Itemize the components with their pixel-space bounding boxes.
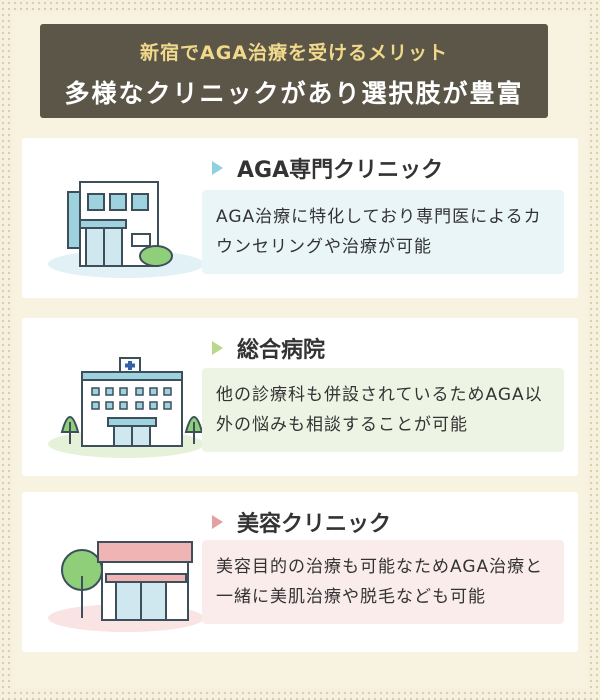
card-heading: 美容クリニック — [212, 506, 391, 538]
triangle-bullet-icon — [212, 161, 223, 175]
clinic-building-icon — [48, 181, 204, 278]
card-heading-text: AGA専門クリニック — [237, 158, 444, 183]
card-general-hospital: 総合病院 他の診療科も併設されているためAGA以外の悩みも相談することが可能 — [22, 318, 578, 476]
triangle-bullet-icon — [212, 341, 223, 355]
card-aga-clinic: AGA専門クリニック AGA治療に特化しており専門医によるカウンセリングや治療が… — [22, 138, 578, 298]
card-description: 他の診療科も併設されているためAGA以外の悩みも相談することが可能 — [202, 368, 564, 452]
card-heading: AGA専門クリニック — [212, 152, 443, 184]
card-heading: 総合病院 — [212, 332, 325, 364]
title-subtitle: 新宿でAGA治療を受けるメリット — [139, 42, 448, 64]
beauty-clinic-building-icon — [48, 541, 204, 632]
card-description: 美容目的の治療も可能なためAGA治療と一緒に美肌治療や脱毛なども可能 — [202, 540, 564, 624]
title-banner: 新宿でAGA治療を受けるメリット 多様なクリニックがあり選択肢が豊富 — [40, 24, 548, 118]
hospital-building-icon — [48, 357, 204, 458]
card-description: AGA治療に特化しており専門医によるカウンセリングや治療が可能 — [202, 190, 564, 274]
card-beauty-clinic: 美容クリニック 美容目的の治療も可能なためAGA治療と一緒に美肌治療や脱毛なども… — [22, 492, 578, 652]
triangle-bullet-icon — [212, 515, 223, 529]
card-heading-text: 総合病院 — [237, 338, 326, 363]
title-main: 多様なクリニックがあり選択肢が豊富 — [64, 79, 524, 108]
card-heading-text: 美容クリニック — [237, 512, 392, 537]
